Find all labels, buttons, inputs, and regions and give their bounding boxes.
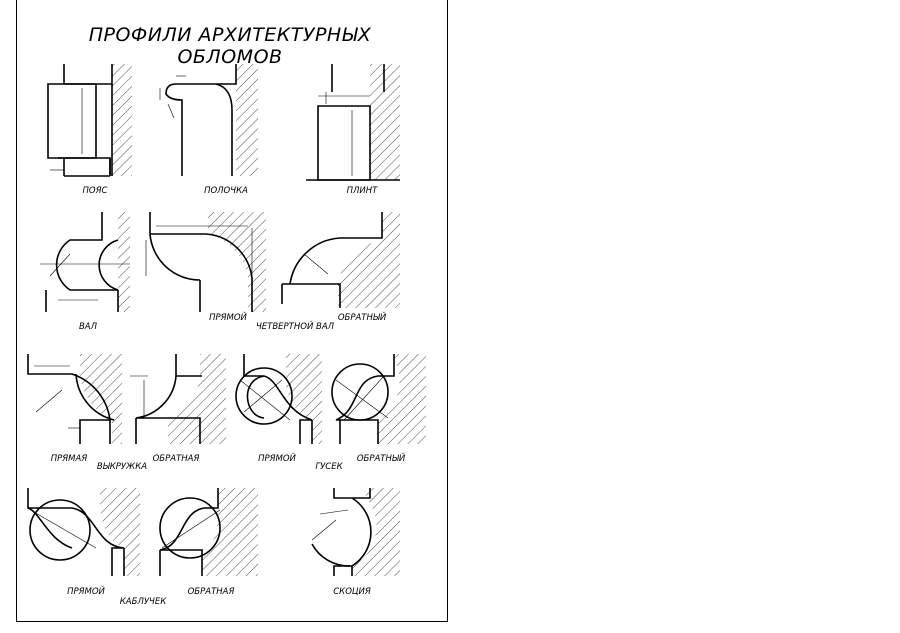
label-val: ВАЛ [78, 322, 98, 332]
profile-quarter-reverse [281, 212, 400, 308]
label-gusek-reverse: ОБРАТНЫЙ [356, 454, 406, 464]
profile-gusek-reverse [331, 354, 426, 444]
profile-poyas [47, 64, 132, 177]
label-cavetto-direct: ПРЯМАЯ [50, 454, 88, 464]
profile-plint [306, 64, 400, 181]
label-gusek-group: ГУСЕК [315, 462, 343, 472]
profile-kablu-direct [27, 488, 140, 576]
label-plint: ПЛИНТ [346, 186, 378, 196]
label-poyas: ПОЯС [82, 186, 108, 196]
sheet-frame [16, 0, 448, 622]
label-polochka: ПОЛОЧКА [204, 186, 248, 196]
profile-gusek-direct [235, 354, 322, 444]
profile-skotsia [311, 488, 400, 576]
profile-cavetto-reverse [130, 354, 226, 444]
profile-kablu-reverse [159, 488, 258, 576]
label-kablu-reverse: ОБРАТНАЯ [187, 587, 235, 597]
label-gusek-direct: ПРЯМОЙ [258, 454, 296, 464]
label-quarter-direct: ПРЯМОЙ [209, 313, 247, 323]
label-quarter-group: ЧЕТВЕРТНОЙ ВАЛ [255, 322, 335, 332]
label-cavetto-group: ВЫКРУЖКА [96, 462, 148, 472]
label-skotsia: СКОЦИЯ [333, 587, 371, 597]
profile-quarter-direct [145, 212, 266, 312]
profile-val [40, 212, 130, 312]
label-quarter-reverse: ОБРАТНЫЙ [337, 313, 387, 323]
profile-polochka [159, 64, 258, 176]
profile-cavetto-direct [27, 354, 122, 444]
drawing-title: ПРОФИЛИ АРХИТЕКТУРНЫХ ОБЛОМОВ [88, 24, 372, 68]
label-kablu-group: КАБЛУЧЕК [119, 597, 167, 607]
label-kablu-direct: ПРЯМОЙ [67, 587, 105, 597]
label-cavetto-reverse: ОБРАТНАЯ [152, 454, 200, 464]
